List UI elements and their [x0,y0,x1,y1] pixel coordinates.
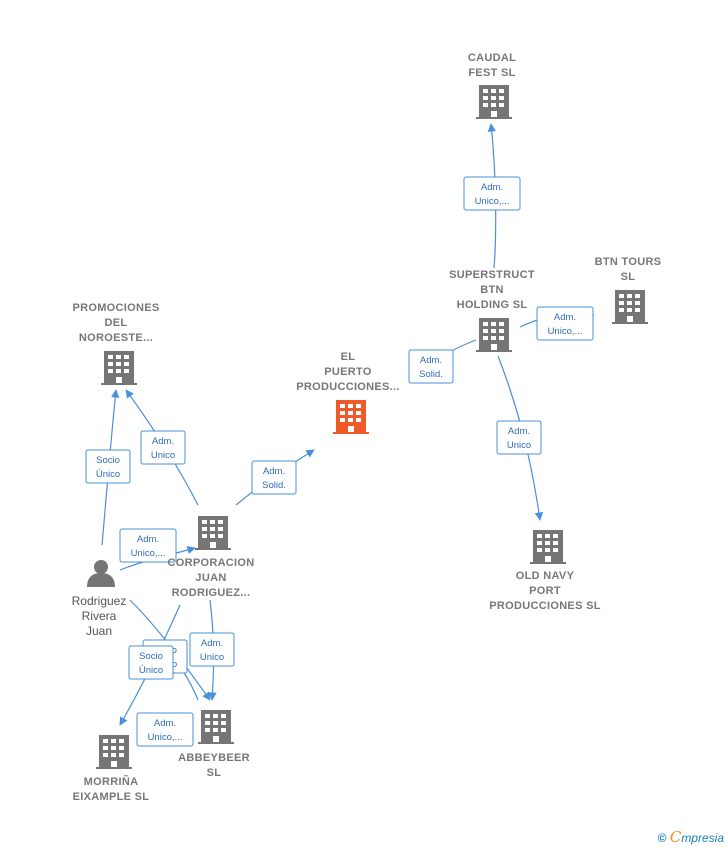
svg-text:RODRIGUEZ...: RODRIGUEZ... [172,587,251,599]
svg-text:Socio: Socio [96,455,120,466]
svg-text:Adm.: Adm. [554,312,576,323]
svg-text:SL: SL [207,767,222,779]
node-btn-tours[interactable]: BTN TOURS SL [595,256,662,324]
building-icon [612,290,648,324]
svg-text:Adm.: Adm. [263,466,285,477]
node-rodriguez-rivera[interactable]: Rodriguez Rivera Juan [72,560,127,638]
svg-text:SUPERSTRUCT: SUPERSTRUCT [449,269,535,281]
svg-text:Solid.: Solid. [262,480,286,491]
svg-text:Unico,...: Unico,... [475,196,510,207]
edge-label-btntours-superstruct[interactable]: Adm. Unico,... [536,306,594,341]
edge-label-superstruct-caudal[interactable]: Adm. Unico,... [463,176,521,211]
svg-text:Adm.: Adm. [481,182,503,193]
svg-text:HOLDING SL: HOLDING SL [457,299,528,311]
edge-label-superstruct-elpuerto[interactable]: Adm. Solid. [408,349,454,384]
svg-text:EIXAMPLE SL: EIXAMPLE SL [73,791,150,803]
node-corporacion[interactable]: CORPORACION JUAN RODRIGUEZ... [167,516,254,599]
svg-text:BTN: BTN [480,284,504,296]
svg-text:FEST SL: FEST SL [468,67,515,79]
svg-text:PROMOCIONES: PROMOCIONES [72,302,159,314]
edge-label-rodriguez-promociones[interactable]: Socio Único [85,449,131,484]
building-icon [476,318,512,352]
svg-text:Unico,...: Unico,... [148,732,183,743]
svg-text:Adm.: Adm. [137,534,159,545]
svg-text:PRODUCCIONES...: PRODUCCIONES... [296,381,400,393]
svg-text:Rivera: Rivera [82,609,117,623]
svg-text:Adm.: Adm. [154,718,176,729]
svg-text:Unico: Unico [151,450,175,461]
svg-text:Solid.: Solid. [419,369,443,380]
svg-text:Unico,...: Unico,... [131,548,166,559]
node-morrina[interactable]: MORRIÑA EIXAMPLE SL [73,735,150,803]
svg-text:Adm.: Adm. [508,426,530,437]
copyright-icon: © [657,831,667,845]
building-main-icon [333,400,369,434]
node-el-puerto[interactable]: EL PUERTO PRODUCCIONES... [296,351,400,434]
svg-text:Juan: Juan [86,624,112,638]
building-icon [101,351,137,385]
edge-label-rodriguez-morrina[interactable]: Socio Único [128,645,174,680]
building-icon [476,85,512,119]
node-promociones[interactable]: PROMOCIONES DEL NOROESTE... [72,302,159,385]
brand-logo-text: mpresia [681,831,724,845]
edge-labels: Adm. Unico,... Adm. Unico,... Adm. Solid… [85,176,594,747]
svg-text:Adm.: Adm. [201,638,223,649]
building-icon [198,710,234,744]
building-icon [195,516,231,550]
svg-text:Adm.: Adm. [152,436,174,447]
edge-label-rodriguez-corporacion[interactable]: Adm. Unico,... [119,528,177,563]
edge-label-rodriguez-morrina-adm[interactable]: Adm. Unico,... [136,712,194,747]
node-abbeybeer[interactable]: ABBEYBEER SL [178,710,250,779]
node-old-navy[interactable]: OLD NAVY PORT PRODUCCIONES SL [489,530,600,612]
brand-logo-letter: C [669,828,682,846]
svg-text:PORT: PORT [529,585,561,597]
svg-text:Socio: Socio [139,651,163,662]
svg-text:Unico: Unico [200,652,224,663]
svg-text:MORRIÑA: MORRIÑA [84,775,139,788]
svg-text:Unico: Unico [507,440,531,451]
svg-text:PRODUCCIONES SL: PRODUCCIONES SL [489,600,600,612]
person-icon [87,560,115,587]
svg-text:CORPORACION: CORPORACION [167,557,254,569]
edge-label-corporacion-abbeybeer[interactable]: Adm. Unico [189,632,235,667]
building-icon [96,735,132,769]
svg-text:Unico,...: Unico,... [548,326,583,337]
footer-brand: © Cmpresia [658,828,724,846]
svg-text:DEL: DEL [105,317,128,329]
svg-text:PUERTO: PUERTO [324,366,372,378]
svg-text:EL: EL [341,351,356,363]
edge-label-corporacion-elpuerto[interactable]: Adm. Solid. [251,460,297,495]
svg-text:JUAN: JUAN [195,572,226,584]
node-superstruct[interactable]: SUPERSTRUCT BTN HOLDING SL [449,269,535,352]
svg-text:SL: SL [621,271,636,283]
node-caudal-fest[interactable]: CAUDAL FEST SL [468,52,516,119]
svg-text:BTN TOURS: BTN TOURS [595,256,662,268]
edge-label-superstruct-oldnavy[interactable]: Adm. Unico [496,420,542,455]
svg-text:Adm.: Adm. [420,355,442,366]
svg-text:Rodriguez: Rodriguez [72,594,127,608]
edge-label-corporacion-promociones[interactable]: Adm. Unico [140,430,186,465]
svg-text:Único: Único [96,469,120,480]
building-icon [530,530,566,564]
svg-text:CAUDAL: CAUDAL [468,52,516,64]
svg-text:ABBEYBEER: ABBEYBEER [178,752,250,764]
svg-text:Único: Único [139,665,163,676]
svg-text:NOROESTE...: NOROESTE... [79,332,153,344]
svg-text:OLD NAVY: OLD NAVY [516,570,575,582]
